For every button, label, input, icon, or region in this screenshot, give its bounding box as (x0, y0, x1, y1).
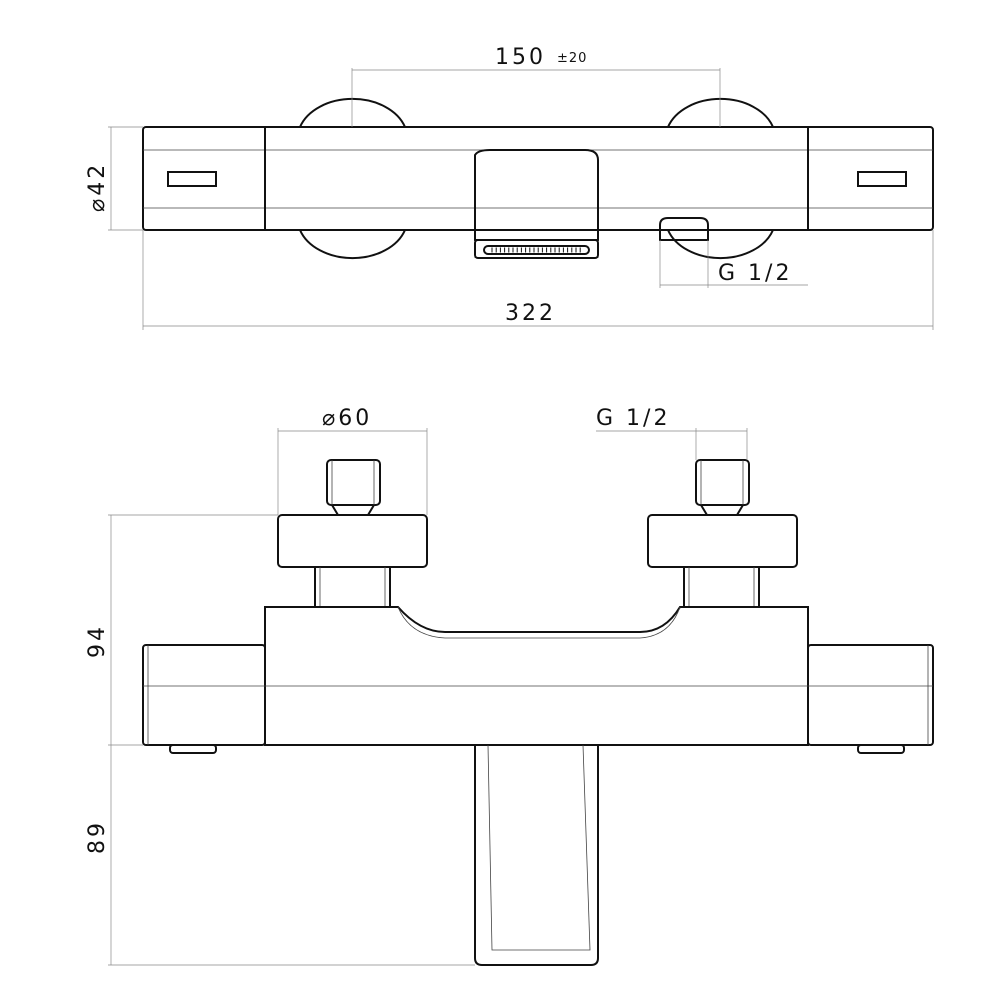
left-inlet-pipe (326, 459, 381, 506)
front-view: ⌀60 G 1/2 94 89 (85, 406, 934, 966)
left-flange-top (299, 97, 406, 128)
right-handle-front (807, 644, 934, 746)
spout-front (474, 745, 599, 966)
left-eccentric (314, 566, 391, 608)
dim-spacing-tolerance: ±20 (557, 51, 587, 66)
left-inlet-neck (331, 504, 375, 516)
right-flange-front (647, 514, 798, 568)
right-flange-top (667, 97, 774, 128)
dim-diameter-42: ⌀42 (85, 162, 110, 212)
top-view: 150 ±20 ⌀42 322 G 1/2 (85, 45, 934, 330)
right-inlet-neck (700, 504, 744, 516)
spout-aerator-frame (474, 239, 599, 259)
dim-eccentric-diameter: ⌀60 (322, 406, 372, 431)
right-foot (857, 744, 905, 754)
right-inlet-pipe (695, 459, 750, 506)
dim-inlet-thread: G 1/2 (596, 406, 670, 431)
left-foot (169, 744, 217, 754)
right-handle-indicator (857, 171, 907, 187)
spout-top (474, 149, 599, 241)
aerator-slots (491, 247, 581, 253)
body-curve-highlight (397, 606, 681, 639)
dim-total-width: 322 (505, 301, 556, 326)
spout-aerator (483, 245, 590, 255)
left-flange-bottom (299, 229, 406, 260)
left-flange-front (277, 514, 428, 568)
right-eccentric (683, 566, 760, 608)
mixer-body-top (142, 126, 934, 231)
left-handle-indicator (167, 171, 217, 187)
mixer-body-front (264, 606, 809, 746)
dim-outlet-thread: G 1/2 (718, 261, 792, 286)
dim-height-lower: 89 (85, 820, 110, 854)
left-handle-front (142, 644, 266, 746)
shower-outlet (659, 217, 709, 241)
right-flange-bottom (667, 229, 774, 260)
spout-inner-edge (487, 744, 591, 951)
dim-spacing-value: 150 (495, 45, 546, 70)
dim-height-upper: 94 (85, 624, 110, 658)
